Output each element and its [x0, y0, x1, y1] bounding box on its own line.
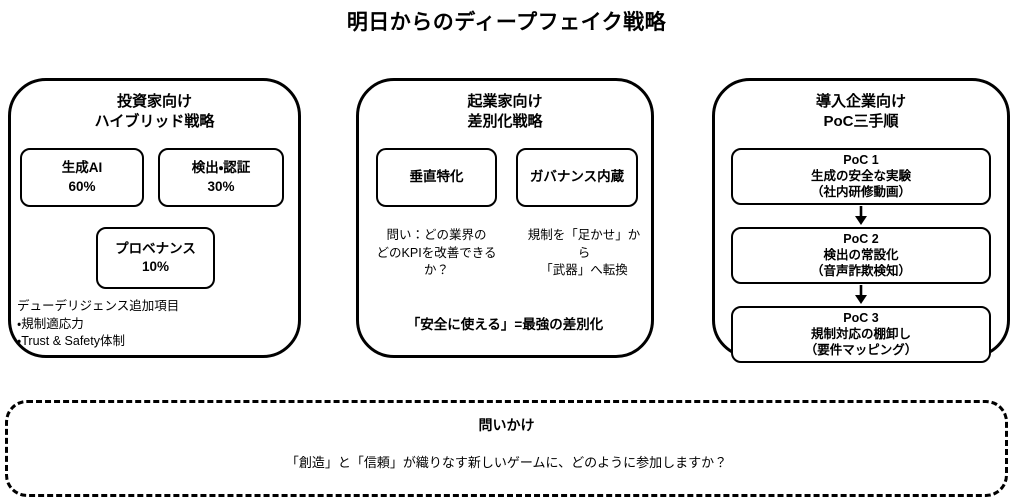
- callout-title: 問いかけ: [478, 417, 535, 433]
- panel-investor-header: 投資家向け ハイブリッド戦略: [94, 93, 215, 131]
- page-title: 明日からのディープフェイク戦略: [346, 11, 667, 34]
- callout-text: 「創造」と「信頼」が織りなす新しいゲームに、どのように参加しますか？: [285, 455, 728, 470]
- question-governance: 規制を「足かせ」か ら 「武器」へ転換: [527, 228, 641, 277]
- panel-adopter-header: 導入企業向け PoC三手順: [815, 93, 906, 131]
- due-diligence-notes: デューデリジェンス追加項目 ・規制適応力 ・Trust & Safety体制: [17, 299, 180, 348]
- poc-step-3: PoC 3 規制対応の棚卸し （要件マッピング）: [731, 306, 991, 363]
- chip-governance-builtin: ガバナンス内蔵: [516, 148, 638, 207]
- chip-vertical-specialization: 垂直特化: [376, 148, 497, 207]
- arrow-down-icon: [853, 284, 869, 306]
- chip-generative-ai: 生成AI 60%: [20, 148, 144, 207]
- poc-steps: PoC 1 生成の安全な実験 （社内研修動画） PoC 2 検出の常設化 （音声…: [731, 148, 991, 363]
- poc-step-2: PoC 2 検出の常設化 （音声詐欺検知）: [731, 227, 991, 284]
- panel-entrepreneur: 起業家向け 差別化戦略 垂直特化 ガバナンス内蔵 問い：どの業界の どのKPIを…: [356, 78, 654, 358]
- panel-investor: 投資家向け ハイブリッド戦略 生成AI 60% 検出・認証 30% プロベナンス…: [8, 78, 301, 358]
- poc-step-1: PoC 1 生成の安全な実験 （社内研修動画）: [731, 148, 991, 205]
- question-vertical: 問い：どの業界の どのKPIを改善できる か？: [376, 228, 497, 277]
- arrow-down-icon: [853, 205, 869, 227]
- callout-question-box: 問いかけ 「創造」と「信頼」が織りなす新しいゲームに、どのように参加しますか？: [5, 400, 1008, 497]
- chip-detection-auth: 検出・認証 30%: [158, 148, 284, 207]
- chip-provenance: プロベナンス 10%: [96, 227, 215, 289]
- differentiation-footnote: 「安全に使える」=最強の差別化: [406, 317, 604, 332]
- panel-entrepreneur-header: 起業家向け 差別化戦略: [467, 93, 543, 131]
- panel-adopter: 導入企業向け PoC三手順 PoC 1 生成の安全な実験 （社内研修動画） Po…: [712, 78, 1010, 363]
